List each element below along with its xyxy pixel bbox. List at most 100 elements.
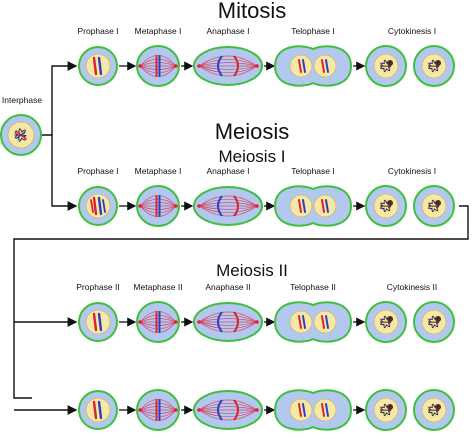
spindle-fiber [198,321,258,333]
stage-label: Anaphase I [206,166,249,176]
chromosome [298,199,302,213]
cell-metaphase [136,45,180,87]
nucleolus [387,316,393,322]
chromosome [92,400,98,420]
centrosome [197,64,201,68]
chromosome [298,315,302,329]
chromosome [97,400,103,420]
spindle-fiber [140,65,176,70]
stage-label: Metaphase I [135,166,182,176]
stage-label: Telophase I [291,166,334,176]
spindle-fiber [140,205,176,210]
chromosome [16,131,26,139]
stage-label: Cytokinesis II [387,282,438,292]
interphase-to-mitosis-arrow [40,61,78,136]
cell-prophase [78,46,118,86]
stage-label: Metaphase II [133,282,182,292]
title-meiosis: Meiosis [215,119,290,144]
chromosome [217,399,223,421]
title-mitosis: Mitosis [218,0,286,23]
row-meiosis-one-labels: Prophase I Metaphase I Anaphase I Teloph… [77,166,436,176]
nucleolus [387,200,393,206]
interphase-label: Interphase [2,95,42,105]
chromatin [379,199,391,213]
connector-lines [13,61,469,415]
spindle-fiber [198,65,258,74]
centrosome [174,408,178,412]
spindle-fiber [140,318,176,323]
cell-anaphase [193,46,263,86]
stage-label: Cytokinesis I [388,166,436,176]
cell-daughter [413,45,455,87]
spindle-fiber [199,406,257,411]
chromosome [92,312,98,332]
nucleolus [387,60,393,66]
chromosome [233,55,239,77]
spindle-fiber [199,409,257,414]
cell-membrane [273,185,353,227]
spindle-fiber [198,314,258,323]
spindle-fiber [139,195,177,207]
centrosome [138,408,142,412]
centrosome [138,320,142,324]
cell-daughter [365,45,407,87]
cell-daughter [365,301,407,343]
chromosome [321,403,325,417]
spindle-fiber [139,311,177,323]
nucleus [313,398,337,422]
stage-label: Prophase I [77,26,118,36]
spindle-fiber [139,399,177,411]
nucleus [85,309,111,335]
cell-membrane [273,301,353,343]
chromatin [427,403,439,417]
stage-label: Telophase I [291,26,334,36]
spindle-fiber [139,314,177,323]
centrosome [255,64,259,68]
spindle-fiber [139,198,177,207]
spindle-fiber [198,311,258,323]
chromatin [379,315,391,329]
chromosome [217,195,223,217]
cell-anaphase [193,390,263,430]
spindle-fiber [139,205,177,217]
nucleolus [435,200,441,206]
centrosome [255,408,259,412]
spindle-fiber [199,202,257,207]
spindle-fiber [140,62,176,67]
nucleolus [387,404,393,410]
spindle-fiber [140,406,176,411]
spindle-fiber [139,321,177,330]
centrosome [174,204,178,208]
chromosome [92,56,98,76]
stage-label: Prophase II [76,282,119,292]
centrosome [255,204,259,208]
cell-telophase [273,45,353,87]
spindle-fiber [140,202,176,207]
chromosome [217,311,223,333]
chromosome [298,403,302,417]
chromosome [302,315,306,329]
chromosome [321,199,325,213]
spindle-fiber [198,205,258,217]
stage-label: Cytokinesis I [388,26,436,36]
cell-layer [0,45,455,431]
cell-membrane [273,45,353,87]
spindle-fiber [198,409,258,421]
chromosome [321,315,325,329]
spindle-fiber [139,409,177,421]
spindle-fiber [139,205,177,214]
chromatin [427,199,439,213]
title-meiosis-two: Meiosis II [216,261,288,280]
chromosome [233,195,239,217]
centrosome [197,320,201,324]
nucleus [313,194,337,218]
centrosome [174,64,178,68]
centrosome [197,204,201,208]
cell-prophase [78,302,118,342]
chromatin [427,315,439,329]
chromatin [427,59,439,73]
centrosome [197,408,201,412]
cell-metaphase [136,185,180,227]
